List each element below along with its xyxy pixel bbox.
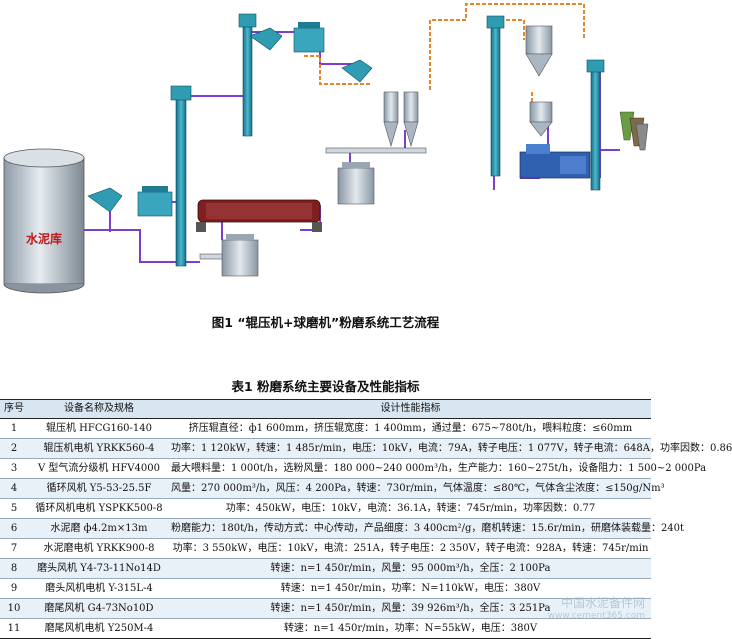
bucket-elevator-left bbox=[170, 85, 192, 267]
row-equipment: 循环风机 Y5-53-25.5F bbox=[28, 478, 170, 499]
row-spec: 转速：n=1 450r/min，风量：39 926m³/h，全压：3 251Pa bbox=[170, 598, 651, 619]
row-index: 10 bbox=[0, 598, 28, 619]
table-row: 7 水泥磨电机 YRKK900-8 功率：3 550kW，电压：10kV，电流：… bbox=[0, 538, 651, 559]
row-index: 6 bbox=[0, 518, 28, 539]
product-bins bbox=[619, 111, 649, 151]
row-equipment: 磨尾风机 G4-73No10D bbox=[28, 598, 170, 619]
roller-press-upper bbox=[337, 162, 375, 205]
silo-label: 水泥库 bbox=[26, 231, 62, 246]
row-index: 5 bbox=[0, 498, 28, 519]
header-spec: 设计性能指标 bbox=[170, 399, 651, 419]
table-row: 8 磨头风机 Y4-73-11No14D 转速：n=1 450r/min，风量：… bbox=[0, 558, 651, 579]
row-spec: 功率：450kW，电压：10kV，电流：36.1A，转速：745r/min，功率… bbox=[170, 498, 651, 519]
separator-tower bbox=[525, 25, 553, 137]
header-equipment: 设备名称及规格 bbox=[28, 399, 170, 419]
row-spec: 转速：n=1 450r/min，功率：N=110kW，电压：380V bbox=[170, 578, 651, 599]
cement-silo: 水泥库 bbox=[3, 148, 85, 294]
table-title: 表1 粉磨系统主要设备及性能指标 bbox=[231, 379, 420, 394]
row-equipment: 磨头风机 Y4-73-11No14D bbox=[28, 558, 170, 579]
bucket-elevator-mid bbox=[238, 13, 257, 137]
table-row: 9 磨头风机电机 Y-315L-4 转速：n=1 450r/min，功率：N=1… bbox=[0, 578, 651, 599]
row-equipment: 磨尾风机电机 Y250M-4 bbox=[28, 618, 170, 639]
table-row: 10 磨尾风机 G4-73No10D 转速：n=1 450r/min，风量：39… bbox=[0, 598, 651, 619]
row-equipment: 辊压机电机 YRKK560-4 bbox=[28, 438, 170, 459]
figure-caption: 图1 “辊压机+球磨机”粉磨系统工艺流程 bbox=[211, 315, 440, 330]
row-spec: 功率：1 120kW，转速：1 485r/min，电压：10kV，电流：79A，… bbox=[170, 438, 732, 459]
row-spec: 转速：n=1 450r/min，风量：95 000m³/h，全压：2 100Pa bbox=[170, 558, 651, 579]
row-equipment: 辊压机 HFCG160-140 bbox=[28, 418, 170, 439]
table-row: 11 磨尾风机电机 Y250M-4 转速：n=1 450r/min，功率：N=5… bbox=[0, 618, 651, 639]
row-spec: 最大喂料量：1 000t/h，选粉风量：180 000~240 000m³/h，… bbox=[170, 458, 706, 479]
row-index: 2 bbox=[0, 438, 28, 459]
table-row: 3 V 型气流分级机 HFV4000 最大喂料量：1 000t/h，选粉风量：1… bbox=[0, 458, 706, 479]
header-index: 序号 bbox=[0, 399, 28, 419]
bucket-elevator-right bbox=[486, 15, 505, 177]
ball-mill bbox=[196, 199, 322, 232]
row-spec: 风量：270 000m³/h，风压：4 200Pa，转速：730r/min，气体… bbox=[170, 478, 665, 499]
row-spec: 转速：n=1 450r/min，功率：N=55kW，电压：380V bbox=[170, 618, 651, 639]
table-row: 2 辊压机电机 YRKK560-4 功率：1 120kW，转速：1 485r/m… bbox=[0, 438, 732, 459]
row-index: 1 bbox=[0, 418, 28, 439]
row-spec: 粉磨能力：180t/h，传动方式：中心传动，产品细度：3 400cm²/g，磨机… bbox=[170, 518, 684, 539]
cyclone-pair bbox=[383, 91, 419, 148]
row-index: 4 bbox=[0, 478, 28, 499]
row-equipment: 水泥磨 ф4.2m×13m bbox=[28, 518, 170, 539]
table-row: 1 辊压机 HFCG160-140 挤压辊直径：ф1 600mm，挤压辊宽度：1… bbox=[0, 418, 651, 439]
row-index: 7 bbox=[0, 538, 28, 559]
row-equipment: V 型气流分级机 HFV4000 bbox=[28, 458, 170, 479]
watermark: 中国水泥备件网 bbox=[560, 596, 645, 610]
equipment-table: 序号 设备名称及规格 设计性能指标 1 辊压机 HFCG160-140 挤压辊直… bbox=[0, 399, 732, 639]
v-separator-left bbox=[87, 186, 173, 217]
row-equipment: 水泥磨电机 YRKK900-8 bbox=[28, 538, 170, 559]
row-spec: 挤压辊直径：ф1 600mm，挤压辊宽度：1 400mm，通过量：675~780… bbox=[170, 418, 651, 439]
v-separator-mid bbox=[341, 59, 373, 83]
table-row: 4 循环风机 Y5-53-25.5F 风量：270 000m³/h，风压：4 2… bbox=[0, 478, 665, 499]
watermark-url: www.cement365.com bbox=[547, 611, 645, 621]
main-roller-press bbox=[519, 144, 591, 179]
process-flow-diagram: 水泥库 bbox=[3, 3, 649, 294]
table-row: 6 水泥磨 ф4.2m×13m 粉磨能力：180t/h，传动方式：中心传动，产品… bbox=[0, 518, 684, 539]
row-spec: 功率：3 550kW，电压：10kV，电流：251A，转子电压：2 350V，转… bbox=[170, 538, 651, 559]
row-equipment: 磨头风机电机 Y-315L-4 bbox=[28, 578, 170, 599]
row-index: 11 bbox=[0, 618, 28, 639]
roller-press-lower bbox=[221, 234, 259, 277]
table-header-row: 序号 设备名称及规格 设计性能指标 bbox=[0, 399, 651, 419]
row-equipment: 循环风机电机 YSPKK500-8 bbox=[28, 498, 170, 519]
bucket-elevator-far-right bbox=[586, 59, 605, 191]
row-index: 9 bbox=[0, 578, 28, 599]
v-separator-top bbox=[249, 22, 325, 53]
row-index: 3 bbox=[0, 458, 28, 479]
row-index: 8 bbox=[0, 558, 28, 579]
table-row: 5 循环风机电机 YSPKK500-8 功率：450kW，电压：10kV，电流：… bbox=[0, 498, 651, 519]
